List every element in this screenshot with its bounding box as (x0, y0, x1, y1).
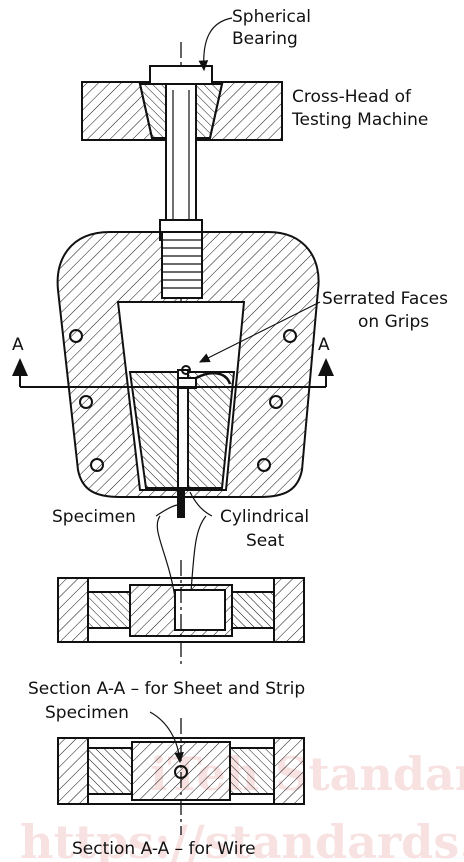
leader-serrated-faces (198, 301, 321, 363)
label-section-a-left: A (12, 335, 24, 355)
thread-lines (162, 239, 202, 289)
watermark-line-2: https://standards.iteh.ai (20, 815, 464, 862)
leader-cylindrical-2 (189, 491, 213, 517)
label-crosshead-2: Testing Machine (291, 110, 428, 130)
label-bearing: Bearing (232, 29, 298, 49)
label-crosshead-1: Cross-Head of (292, 87, 412, 107)
section-line-a-a (11, 358, 334, 388)
label-serrated-2: on Grips (358, 312, 429, 332)
label-cylindrical-1: Cylindrical (220, 507, 309, 527)
label-specimen-top: Specimen (52, 507, 136, 527)
caption-section-wire: Section A-A – for Wire (72, 839, 256, 859)
pull-rod (159, 83, 203, 241)
label-cylindrical-2: Seat (246, 531, 285, 551)
section-sheet-strip (57, 560, 305, 668)
caption-section-sheet: Section A-A – for Sheet and Strip (28, 679, 305, 699)
label-serrated-1: Serrated Faces (322, 289, 448, 309)
specimen-strip (177, 488, 185, 518)
leader-spherical-bearing (198, 17, 233, 72)
label-spherical: Spherical (232, 7, 311, 27)
leader-specimen-wire (149, 711, 184, 764)
section-wire (57, 711, 305, 835)
label-specimen-wire: Specimen (45, 703, 129, 723)
grip-body (56, 231, 320, 498)
labels: Spherical Bearing Cross-Head of Testing … (12, 7, 448, 859)
leader-specimen-2 (155, 504, 179, 517)
label-section-a-right: A (318, 335, 330, 355)
